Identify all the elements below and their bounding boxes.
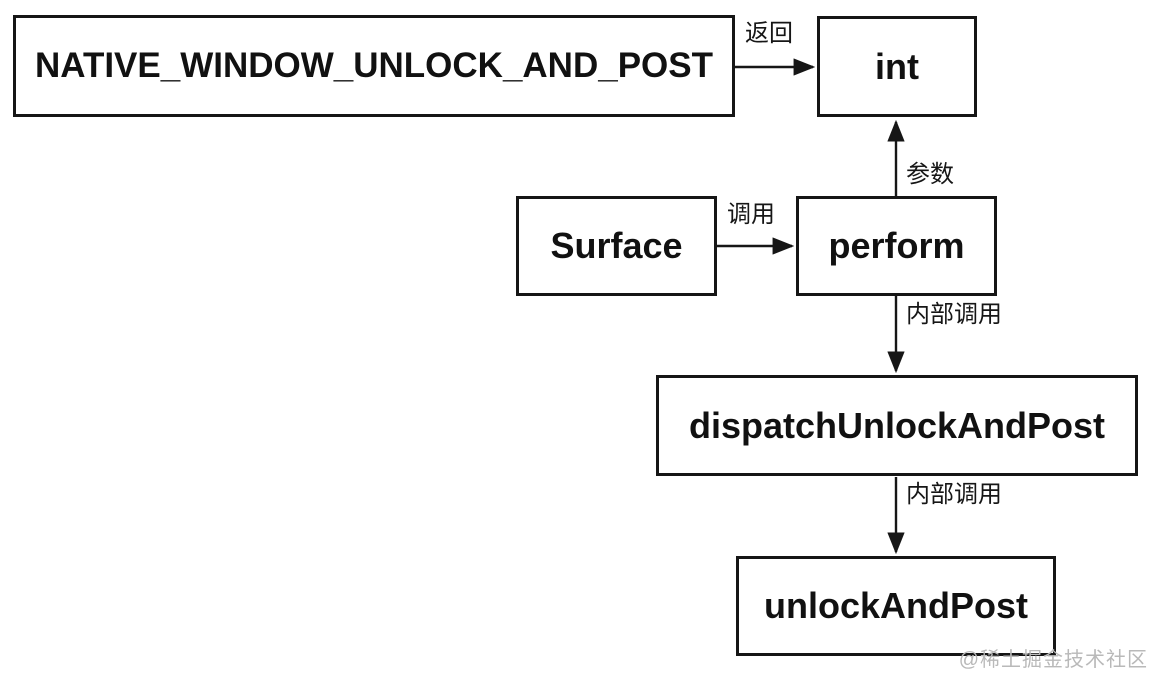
edge-label-internal-call-2: 内部调用 — [906, 481, 1002, 508]
edge-label-internal-call-1: 内部调用 — [906, 301, 1002, 328]
edge-label-call: 调用 — [727, 201, 775, 228]
watermark: @稀土掘金技术社区 — [958, 649, 1148, 671]
node-native-window-unlock-and-post: NATIVE_WINDOW_UNLOCK_AND_POST — [13, 15, 735, 117]
node-surface: Surface — [516, 196, 717, 296]
edge-label-return: 返回 — [745, 20, 793, 47]
edge-label-param: 参数 — [906, 161, 954, 188]
node-perform: perform — [796, 196, 997, 296]
node-unlock-and-post: unlockAndPost — [736, 556, 1056, 656]
node-int: int — [817, 16, 977, 117]
node-dispatch-unlock-and-post: dispatchUnlockAndPost — [656, 375, 1138, 476]
